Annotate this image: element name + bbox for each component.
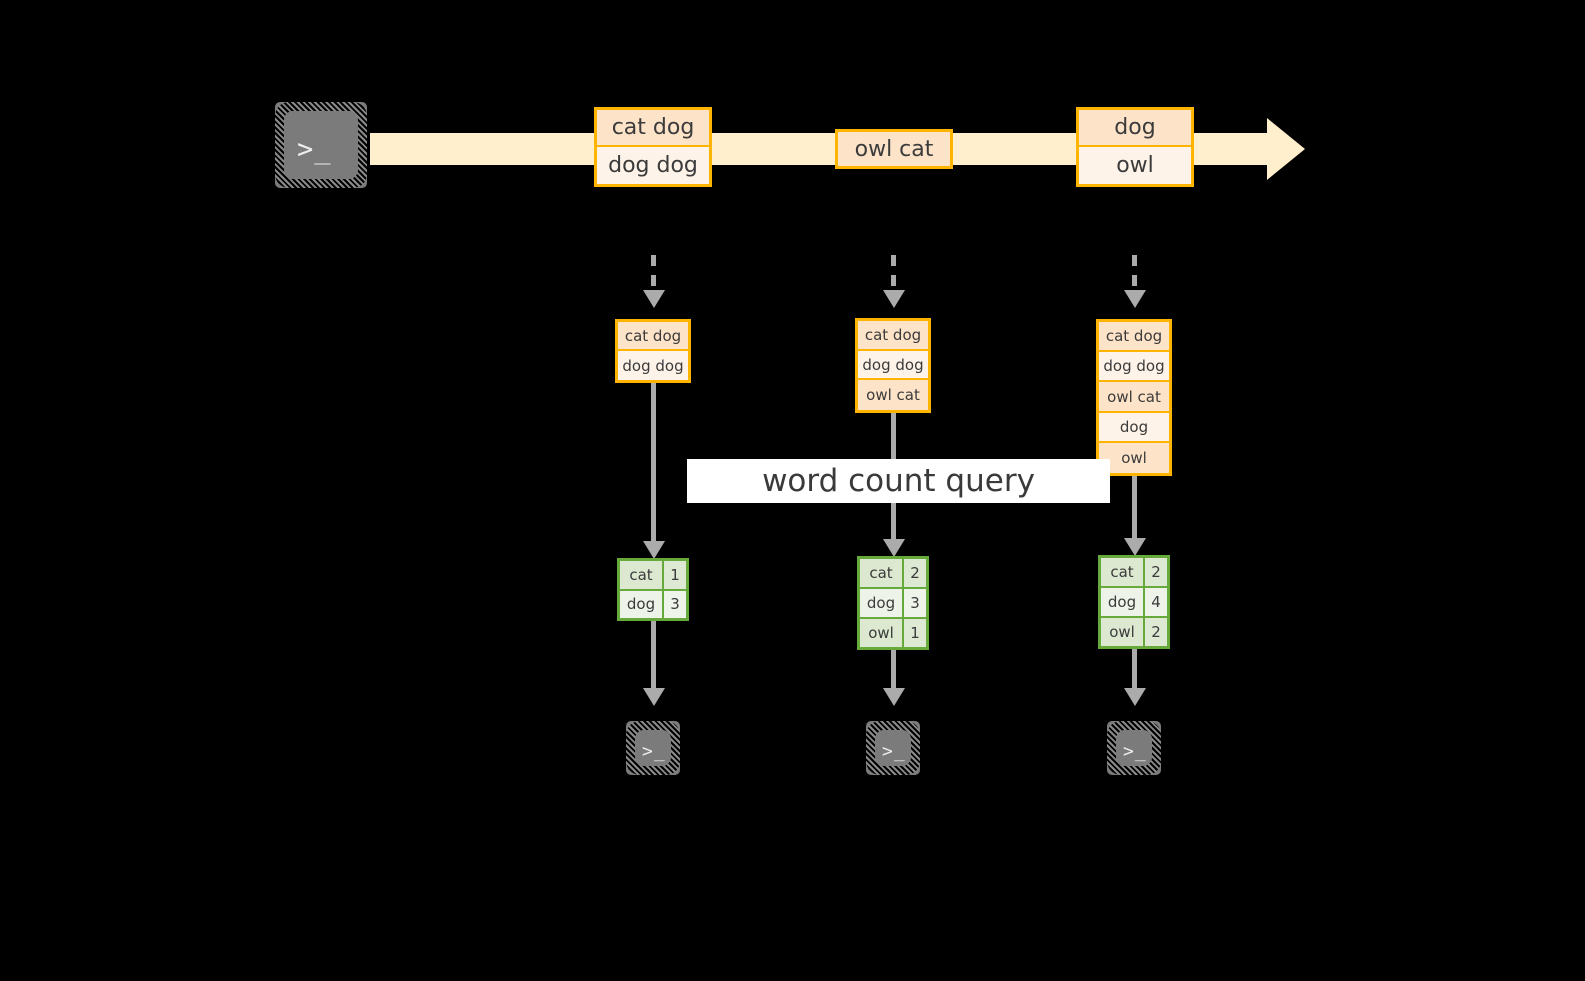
terminal-body — [635, 730, 671, 766]
snapshot-3-input-line-2: dog dog — [1099, 352, 1169, 383]
snapshot-3-sink-terminal-icon[interactable]: >_ — [1098, 712, 1170, 784]
stream-event-3-line-1: dog — [1079, 110, 1191, 148]
snapshot-2-sink-terminal-icon[interactable]: >_ — [857, 712, 929, 784]
stream-event-3[interactable]: dog owl — [1076, 107, 1194, 187]
table-row: owl 2 — [1101, 618, 1167, 646]
snapshot-3-sink-line — [1132, 649, 1137, 694]
snapshot-2-tap-arrowhead — [883, 290, 905, 308]
snapshot-3-count-1: 2 — [1145, 558, 1167, 586]
snapshot-2-result-table[interactable]: cat 2 dog 3 owl 1 — [857, 556, 929, 650]
stream-event-1-line-1: cat dog — [597, 110, 709, 148]
terminal-prompt-glyph: >_ — [1123, 741, 1147, 762]
snapshot-3-tap-line — [1132, 255, 1137, 293]
terminal-prompt-glyph: >_ — [642, 741, 666, 762]
snapshot-2-word-1: cat — [860, 559, 904, 587]
terminal-body — [875, 730, 911, 766]
stream-event-2[interactable]: owl cat — [835, 129, 953, 169]
query-label-band: word count query — [687, 459, 1110, 503]
snapshot-3-result-table[interactable]: cat 2 dog 4 owl 2 — [1098, 555, 1170, 649]
table-row: owl 1 — [860, 619, 926, 647]
snapshot-2-input-line-3: owl cat — [858, 380, 928, 411]
stream-arrowhead — [1267, 118, 1305, 180]
snapshot-1-input-line-2: dog dog — [618, 351, 688, 380]
snapshot-1-word-1: cat — [620, 561, 664, 589]
table-row: cat 2 — [1101, 558, 1167, 588]
stream-event-2-line-1: owl cat — [838, 132, 950, 166]
snapshot-1-count-2: 3 — [664, 590, 686, 618]
snapshot-3-word-3: owl — [1101, 618, 1145, 646]
snapshot-3-count-3: 2 — [1145, 618, 1167, 646]
snapshot-2-count-1: 2 — [904, 559, 926, 587]
table-row: cat 2 — [860, 559, 926, 589]
terminal-body — [1116, 730, 1152, 766]
snapshot-1-query-line — [651, 383, 656, 551]
snapshot-2-word-3: owl — [860, 619, 904, 647]
terminal-prompt-glyph: >_ — [297, 134, 332, 165]
snapshot-1-tap-line — [651, 255, 656, 293]
snapshot-1-sink-arrowhead — [643, 688, 665, 706]
snapshot-1-sink-terminal-icon[interactable]: >_ — [617, 712, 689, 784]
table-row: dog 4 — [1101, 588, 1167, 618]
snapshot-3-sink-arrowhead — [1124, 688, 1146, 706]
snapshot-3-query-arrowhead — [1124, 538, 1146, 556]
stream-event-1-line-2: dog dog — [597, 147, 709, 184]
snapshot-1-sink-line — [651, 621, 656, 694]
snapshot-2-query-arrowhead — [883, 539, 905, 557]
snapshot-1-count-1: 1 — [664, 561, 686, 589]
terminal-prompt-glyph: >_ — [882, 741, 906, 762]
snapshot-2-count-2: 3 — [904, 589, 926, 617]
snapshot-2-input-line-1: cat dog — [858, 321, 928, 351]
snapshot-3-word-2: dog — [1101, 588, 1145, 616]
snapshot-2-sink-line — [891, 650, 896, 694]
terminal-body — [284, 111, 358, 179]
snapshot-2-sink-arrowhead — [883, 688, 905, 706]
snapshot-2-input-line-2: dog dog — [858, 350, 928, 381]
snapshot-3-word-1: cat — [1101, 558, 1145, 586]
snapshot-2-tap-line — [891, 255, 896, 293]
table-row: dog 3 — [860, 589, 926, 619]
snapshot-1-query-arrowhead — [643, 541, 665, 559]
table-row: dog 3 — [620, 590, 686, 618]
snapshot-1-result-table[interactable]: cat 1 dog 3 — [617, 558, 689, 621]
snapshot-3-input-line-3: owl cat — [1099, 382, 1169, 413]
snapshot-2-count-3: 1 — [904, 619, 926, 647]
snapshot-1-input-box[interactable]: cat dog dog dog — [615, 319, 691, 383]
table-row: cat 1 — [620, 561, 686, 591]
snapshot-3-tap-arrowhead — [1124, 290, 1146, 308]
snapshot-3-count-2: 4 — [1145, 588, 1167, 616]
stream-event-3-line-2: owl — [1079, 147, 1191, 184]
snapshot-3-input-line-1: cat dog — [1099, 322, 1169, 353]
snapshot-3-input-line-5: owl — [1099, 442, 1169, 473]
snapshot-1-tap-arrowhead — [643, 290, 665, 308]
snapshot-1-input-line-1: cat dog — [618, 322, 688, 352]
snapshot-3-query-line — [1132, 476, 1137, 548]
snapshot-3-input-box[interactable]: cat dog dog dog owl cat dog owl — [1096, 319, 1172, 476]
snapshot-1-word-2: dog — [620, 590, 664, 618]
source-terminal-icon[interactable]: >_ — [266, 93, 376, 197]
snapshot-3-input-line-4: dog — [1099, 412, 1169, 443]
stream-event-1[interactable]: cat dog dog dog — [594, 107, 712, 187]
snapshot-2-word-2: dog — [860, 589, 904, 617]
snapshot-2-input-box[interactable]: cat dog dog dog owl cat — [855, 318, 931, 413]
